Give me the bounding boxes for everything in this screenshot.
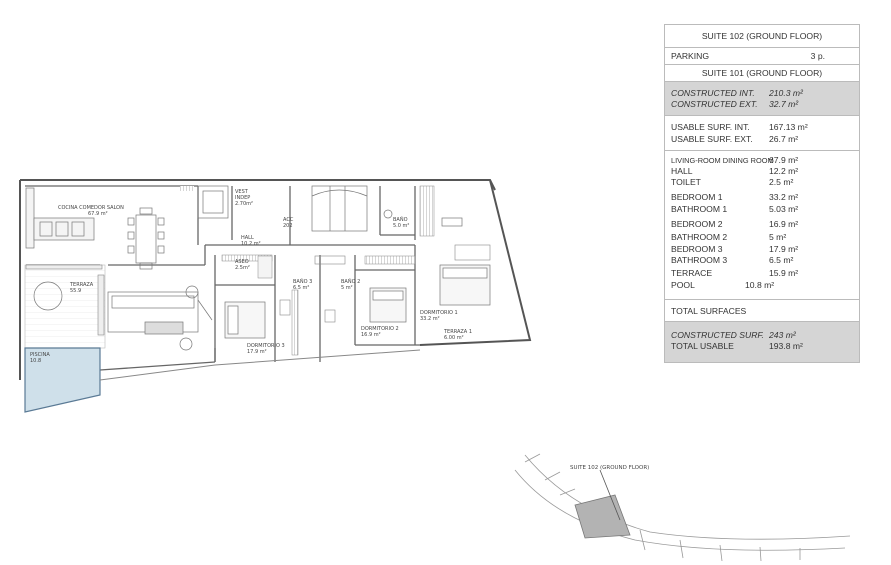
room-label: BATHROOM 2 [671, 231, 728, 242]
usable-block: USABLE SURF. INT. 167.13 m² USABLE SURF. … [665, 116, 859, 151]
room-value: 6.5 m² [769, 255, 794, 266]
usable-ext-label: USABLE SURF. EXT. [671, 133, 753, 144]
keymap-highlight [574, 494, 631, 539]
room-label: HALL [671, 165, 693, 176]
parking-label: PARKING [671, 51, 710, 61]
parking-row: PARKING 3 p. [665, 48, 859, 65]
room-label: BATHROOM 3 [671, 255, 728, 266]
room-value: 10.8 m² [745, 279, 775, 290]
room-value: 16.9 m² [769, 218, 799, 229]
total-block: CONSTRUCTED SURF. 243 m² TOTAL USABLE 193.… [665, 321, 859, 364]
suite102-header: SUITE 102 (GROUND FLOOR) [665, 25, 859, 48]
room-label: BATHROOM 1 [671, 203, 728, 214]
total-usable-value: 193.8 m² [769, 341, 803, 351]
constructed-block: CONSTRUCTED INT. 210.3 m² CONSTRUCTED EXT… [665, 82, 859, 117]
kitchen-furniture [25, 187, 95, 249]
usable-int-value: 167.13 m² [769, 122, 808, 133]
living-furniture [33, 281, 213, 351]
room-value: 33.2 m² [769, 192, 799, 203]
room-label: BEDROOM 1 [671, 192, 723, 203]
room-label: BEDROOM 2 [671, 218, 723, 229]
terrace-deck [24, 264, 106, 349]
site-keymap [514, 453, 851, 562]
room-label: BEDROOM 3 [671, 244, 723, 255]
constructed-ext-value: 32.7 m² [769, 99, 799, 110]
constructed-int-label: CONSTRUCTED INT. [671, 88, 755, 98]
suite101-header: SUITE 101 (GROUND FLOOR) [665, 65, 859, 82]
beds [224, 264, 491, 339]
room-label: TOILET [671, 177, 701, 188]
dining-table [127, 207, 165, 270]
constructed-surf-label: CONSTRUCTED SURF. [671, 329, 764, 340]
room-value: 15.9 m² [769, 268, 799, 279]
outer-walls [19, 179, 532, 380]
constructed-ext-label: CONSTRUCTED EXT. [671, 99, 758, 110]
surface-table: SUITE 102 (GROUND FLOOR) PARKING 3 p. SU… [664, 24, 860, 364]
room-label: POOL [671, 279, 695, 290]
room-value: 67.9 m² [769, 154, 799, 165]
room-value: 12.2 m² [769, 165, 799, 176]
room-value: 2.5 m² [769, 177, 794, 188]
total-header: TOTAL SURFACES [665, 300, 859, 322]
room-value: 5.03 m² [769, 203, 799, 214]
room-label: LIVING-ROOM DINING ROOM [671, 155, 774, 165]
usable-int-label: USABLE SURF. INT. [671, 122, 750, 133]
keymap-label: SUITE 102 (GROUND FLOOR) [570, 465, 650, 471]
core-elements [197, 185, 463, 232]
total-usable-label: TOTAL USABLE [671, 341, 734, 351]
parking-value: 3 p. [810, 51, 825, 61]
constructed-surf-value: 243 m² [769, 329, 796, 340]
usable-ext-value: 26.7 m² [769, 133, 799, 144]
room-label: TERRACE [671, 268, 713, 279]
constructed-int-value: 210.3 m² [769, 88, 803, 98]
room-value: 5 m² [769, 231, 787, 242]
pool [24, 347, 101, 413]
room-value: 17.9 m² [769, 244, 799, 255]
